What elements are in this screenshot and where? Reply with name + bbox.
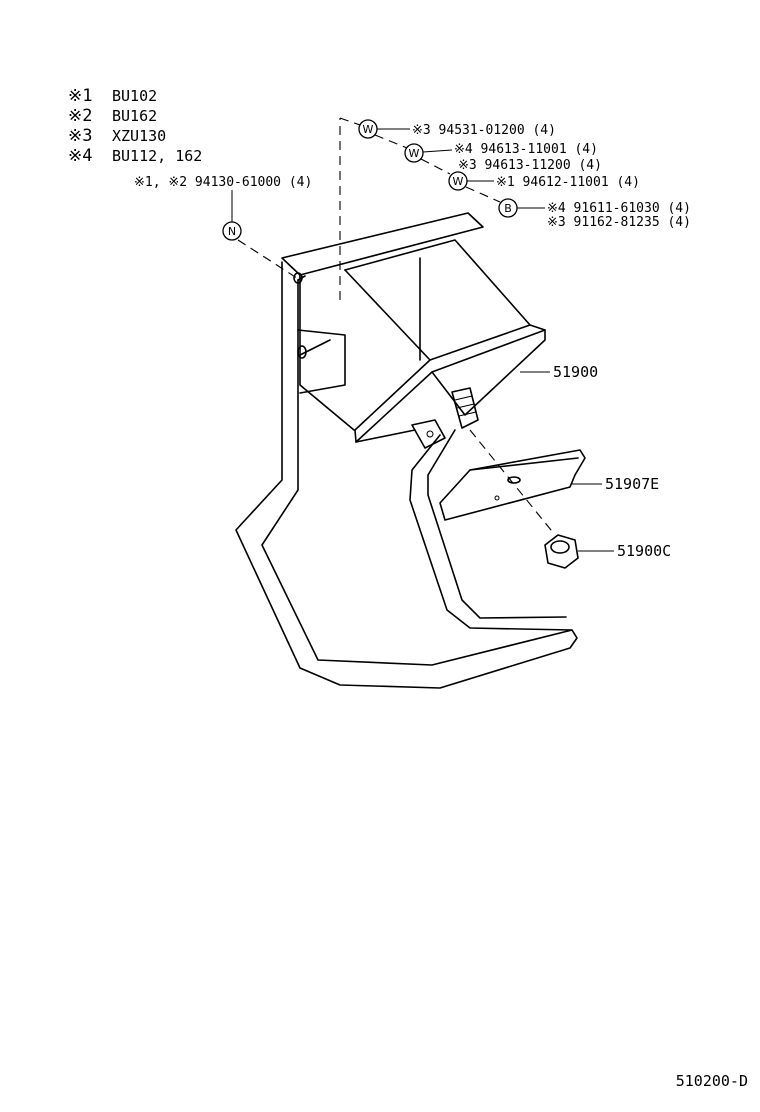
- legend-key-3: ※3: [68, 126, 92, 146]
- fastener-n-icon: N: [222, 221, 242, 241]
- fastener-label-b2: ※3 91162-81235 (4): [547, 215, 691, 230]
- dashed-leader-top: [339, 117, 361, 126]
- battery-box-drawing: [281, 212, 546, 449]
- dashed-leader-nut: [469, 429, 556, 536]
- fastener-label-b1: ※4 91611-61030 (4): [547, 201, 691, 216]
- leader-line-w2: [422, 149, 453, 153]
- nut-drawing: [544, 534, 579, 569]
- dashed-chain-3: [465, 186, 501, 203]
- dashed-chain-2: [420, 158, 451, 175]
- washer-icon-3: W: [448, 171, 468, 191]
- washer-3-symbol: W: [453, 175, 464, 188]
- fastener-label-w3: ※1 94612-11001 (4): [496, 175, 640, 190]
- legend-value-4: BU112, 162: [112, 147, 202, 165]
- legend-key-4: ※4: [68, 146, 92, 166]
- fastener-label-w2: ※4 94613-11001 (4): [454, 142, 598, 157]
- bracket-drawing: [439, 449, 586, 521]
- fastener-label-w2b: ※3 94613-11200 (4): [458, 158, 602, 173]
- fastener-n-symbol: N: [228, 225, 236, 238]
- legend-key-1: ※1: [68, 86, 92, 106]
- callout-bracket: 51907E: [605, 475, 659, 493]
- legend-value-2: BU162: [112, 107, 157, 125]
- fastener-label-n: ※1, ※2 94130-61000 (4): [134, 175, 312, 190]
- drawing-reference: 510200-D: [676, 1072, 748, 1090]
- callout-nut: 51900C: [617, 542, 671, 560]
- fastener-label-w1: ※3 94531-01200 (4): [412, 123, 556, 138]
- tube-frame-drawing: [235, 261, 578, 689]
- washer-1-symbol: W: [363, 123, 374, 136]
- bolt-icon: B: [498, 198, 518, 218]
- washer-icon-2: W: [404, 143, 424, 163]
- dashed-leader-n: [237, 239, 301, 281]
- model-legend: ※1 BU102 ※2 BU162 ※3 XZU130 ※4 BU112, 16…: [68, 86, 202, 166]
- washer-2-symbol: W: [409, 147, 420, 160]
- washer-icon-1: W: [358, 119, 378, 139]
- callout-box: 51900: [553, 363, 598, 381]
- legend-value-3: XZU130: [112, 127, 166, 145]
- bolt-symbol: B: [504, 202, 512, 215]
- legend-value-1: BU102: [112, 87, 157, 105]
- legend-key-2: ※2: [68, 106, 92, 126]
- dashed-chain-1: [374, 134, 408, 149]
